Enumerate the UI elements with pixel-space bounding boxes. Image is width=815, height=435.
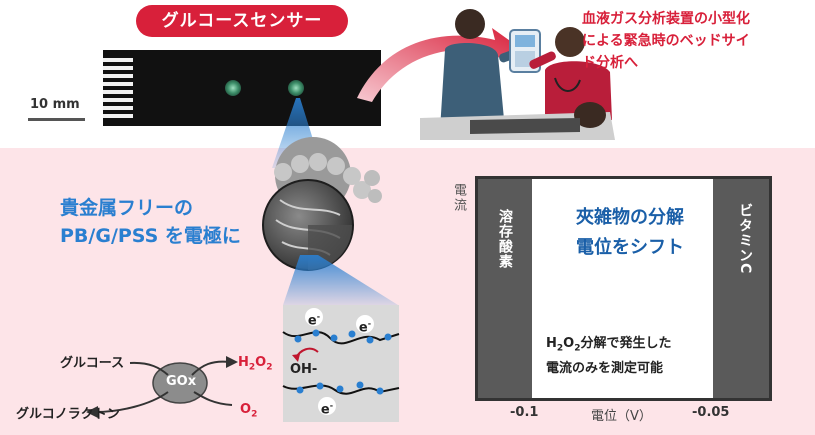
electrode-dot [225, 80, 241, 96]
scale-label: 10 mm [30, 97, 80, 112]
connector-pin [103, 66, 133, 70]
x-tick-label: -0.1 [510, 405, 539, 420]
connector-pin [103, 58, 133, 62]
x-tick-label: -0.05 [692, 405, 730, 420]
center-line-1: 夾雑物の分解 [576, 207, 684, 228]
note-line-3: ド分析へ [582, 55, 638, 71]
dissolved-oxygen-label: 溶存酸素 [497, 209, 513, 269]
note-line-2: による緊急時のベッドサイ [582, 33, 750, 49]
electrode-material-label: 貴金属フリーの PB/G/PSS を電極に [60, 194, 270, 250]
title-badge: グルコースセンサー [136, 5, 348, 37]
oh-label: OH- [290, 362, 318, 377]
o2-label: O2 [240, 402, 258, 420]
electron-badge: e- [318, 397, 336, 417]
connector-pin [103, 74, 133, 78]
gluconolactone-label: グルコノラクトン [16, 407, 120, 422]
magnification-beam-lower [283, 255, 398, 305]
dissolved-oxygen-band [478, 179, 532, 398]
vitamin-c-band [713, 179, 769, 398]
electron-badge: e- [356, 315, 374, 335]
shift-potential-text: 夾雑物の分解 電位をシフト [548, 203, 712, 263]
connector-pin [103, 98, 133, 102]
electrode-sphere [262, 137, 382, 271]
measurement-line-2: 電流のみを測定可能 [546, 360, 664, 376]
glucose-label: グルコース [60, 356, 125, 371]
h2o2-label: H2O2 [238, 355, 273, 373]
sensor-strip-photo [103, 50, 381, 126]
connector-pin [103, 82, 133, 86]
measurement-line-1: H2O2分解で発生した [546, 336, 672, 354]
electrode-line-2: PB/G/PSS を電極に [60, 225, 241, 247]
note-line-1: 血液ガス分析装置の小型化 [582, 11, 750, 27]
gox-label: GOx [166, 374, 197, 389]
center-line-2: 電位をシフト [576, 237, 684, 258]
connector-pin [103, 106, 133, 110]
connector-pin [103, 90, 133, 94]
bedside-analysis-note: 血液ガス分析装置の小型化 による緊急時のベッドサイ ド分析へ [582, 8, 812, 74]
vitamin-c-label: ビタミンC [737, 203, 753, 275]
x-axis-label: 電位（V） [591, 409, 652, 424]
electrode-surface-box [282, 305, 400, 422]
y-axis-label: 電流 [451, 183, 466, 213]
electrode-line-1: 貴金属フリーの [60, 197, 194, 219]
electron-badge: e- [305, 308, 323, 328]
electrode-dot [288, 80, 304, 96]
measurement-note: H2O2分解で発生した 電流のみを測定可能 [546, 334, 716, 379]
scale-bar [28, 118, 85, 121]
potential-graph: 溶存酸素 ビタミンC [475, 176, 772, 401]
patient-figure [420, 102, 615, 140]
connector-pin [103, 114, 133, 118]
